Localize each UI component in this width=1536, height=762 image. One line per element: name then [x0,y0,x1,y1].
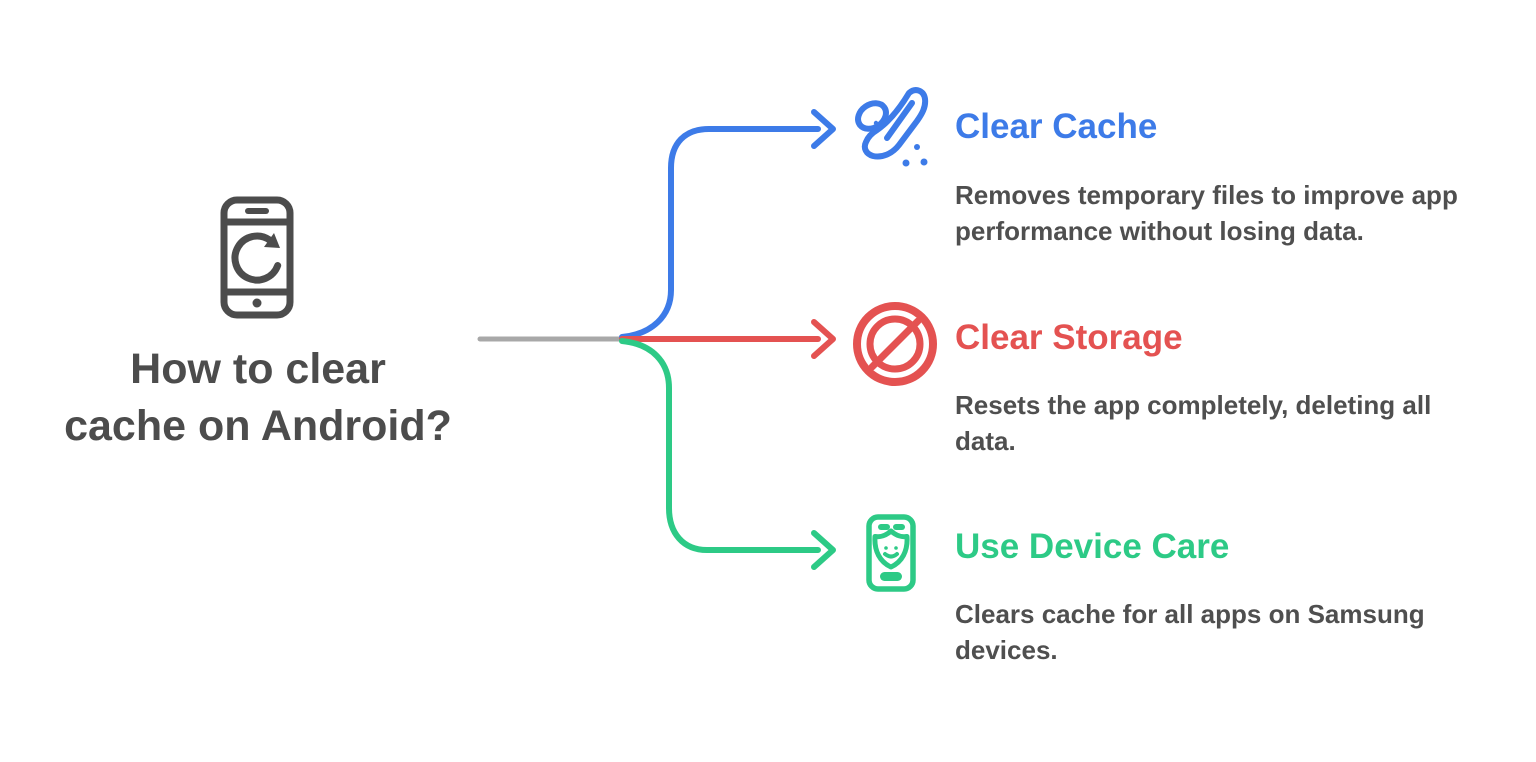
connector-clear-storage-arrowhead [811,319,836,359]
branch-description-clear-storage: Resets the app completely, deleting all … [955,387,1515,459]
refresh-arc [231,232,282,284]
branch-description-clear-storage-line2: data. [955,426,1016,456]
connector-clear-storage [619,319,836,359]
connector-clear-cache-arrowhead [811,109,836,149]
broom-dust-dot-1 [914,144,920,150]
root-title-line2: cache on Android? [64,402,452,450]
root-title: How to clear cache on Android? [28,341,488,455]
branch-heading-clear-storage: Clear Storage [955,318,1183,357]
branch-description-use-device-care-line2: devices. [955,635,1058,665]
device-care-phone-outline [866,514,916,592]
broom-puff-dot [873,120,879,126]
device-care-face-eye-right [894,546,898,550]
broom-sweep-icon [855,87,929,167]
root-title-line1: How to clear [130,345,386,393]
connector-device-care-arrowhead [811,530,836,570]
device-care-home-button [880,572,902,581]
device-care-face-eye-left [884,546,888,550]
phone-speaker [245,208,269,214]
branch-heading-use-device-care: Use Device Care [955,527,1230,566]
block-inner-circle [866,315,924,373]
branch-description-clear-cache-line1: Removes temporary files to improve app [955,180,1458,210]
branch-description-clear-cache-line2: performance without losing data. [955,216,1364,246]
phone-body-outline [220,196,294,319]
branch-description-clear-storage-line1: Resets the app completely, deleting all [955,390,1432,420]
connector-clear-cache [619,109,836,340]
branch-description-use-device-care: Clears cache for all apps on Samsung dev… [955,596,1515,668]
phone-home-button [252,298,262,308]
device-care-shield [872,528,910,570]
branch-description-use-device-care-line1: Clears cache for all apps on Samsung [955,599,1425,629]
device-care-face-smile [883,552,899,559]
broom-crease [884,100,915,141]
block-outer-ring [853,302,937,386]
phone-refresh-icon [220,196,294,319]
broom-dust-puff [855,100,889,132]
block-icon [853,302,937,386]
branch-heading-clear-cache: Clear Cache [955,107,1158,146]
device-care-phone-icon [866,514,916,592]
connector-device-care [619,338,836,570]
device-care-speaker-right [893,524,905,530]
broom-dust-dot-3 [920,158,928,166]
refresh-arrowhead [264,233,280,248]
connector-device-care-line [619,338,821,553]
broom-dust-dot-2 [902,159,910,167]
device-care-speaker-left [878,524,890,530]
broom-body [861,87,929,160]
branch-description-clear-cache: Removes temporary files to improve app p… [955,177,1515,249]
block-slash [868,317,922,371]
connector-clear-cache-line [619,126,821,340]
